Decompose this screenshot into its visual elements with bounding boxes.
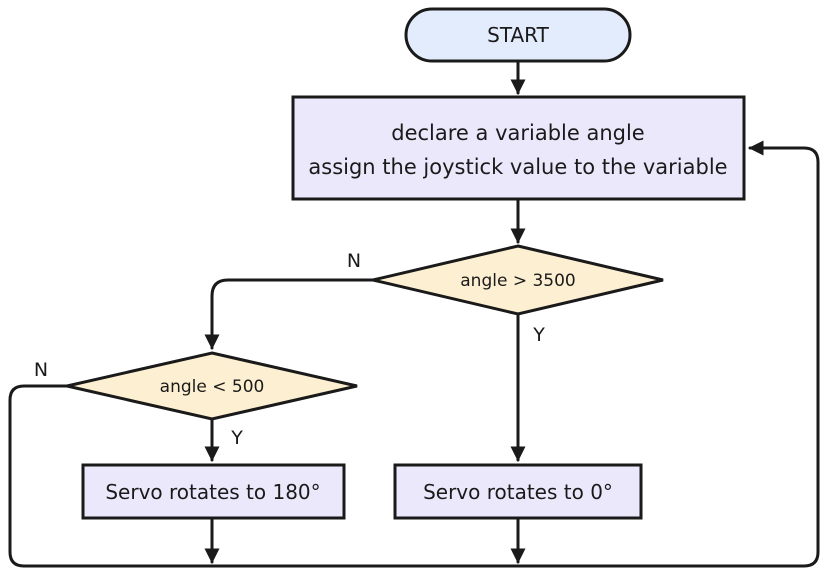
label-high-yes: Y: [532, 324, 545, 346]
label-high-no: N: [347, 250, 361, 272]
label-low-yes: Y: [230, 427, 243, 449]
connector-low-no: [8, 384, 214, 568]
decision-high-label: angle > 3500: [460, 271, 575, 291]
servo-180-label: Servo rotates to 180°: [105, 480, 320, 504]
decision-low-label: angle < 500: [160, 377, 265, 397]
declare-label-line2: assign the joystick value to the variabl…: [308, 155, 727, 179]
servo-0-label: Servo rotates to 0°: [423, 480, 613, 504]
declare-label-line1: declare a variable angle: [391, 121, 644, 145]
connector-loop-back: [210, 140, 820, 568]
label-low-no: N: [34, 359, 48, 381]
declare-process-node: [291, 95, 746, 201]
start-label: START: [487, 23, 549, 47]
connector-high-no: [204, 278, 375, 350]
